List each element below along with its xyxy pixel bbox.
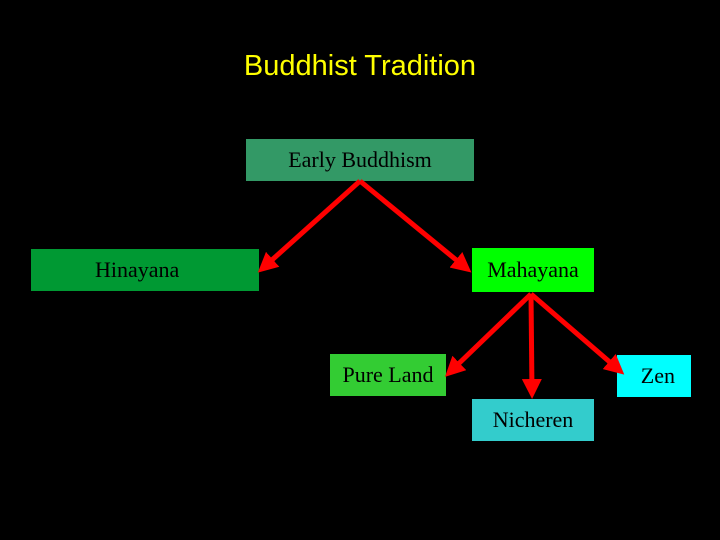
arrow-mahayana-to-pure-land xyxy=(444,292,533,377)
node-mahayana: Mahayana xyxy=(472,248,594,292)
arrow-early-to-mahayana xyxy=(358,179,472,273)
node-zen: Zen xyxy=(617,355,691,397)
arrow-mahayana-to-zen xyxy=(529,292,625,375)
arrow-early-to-hinayana xyxy=(257,179,362,273)
node-early-buddhism: Early Buddhism xyxy=(246,139,474,181)
node-pure-land: Pure Land xyxy=(330,354,446,396)
node-hinayana: Hinayana xyxy=(31,249,259,291)
node-nicheren: Nicheren xyxy=(472,399,594,441)
diagram-title: Buddhist Tradition xyxy=(243,50,477,82)
arrow-mahayana-to-nicheren xyxy=(521,293,542,399)
